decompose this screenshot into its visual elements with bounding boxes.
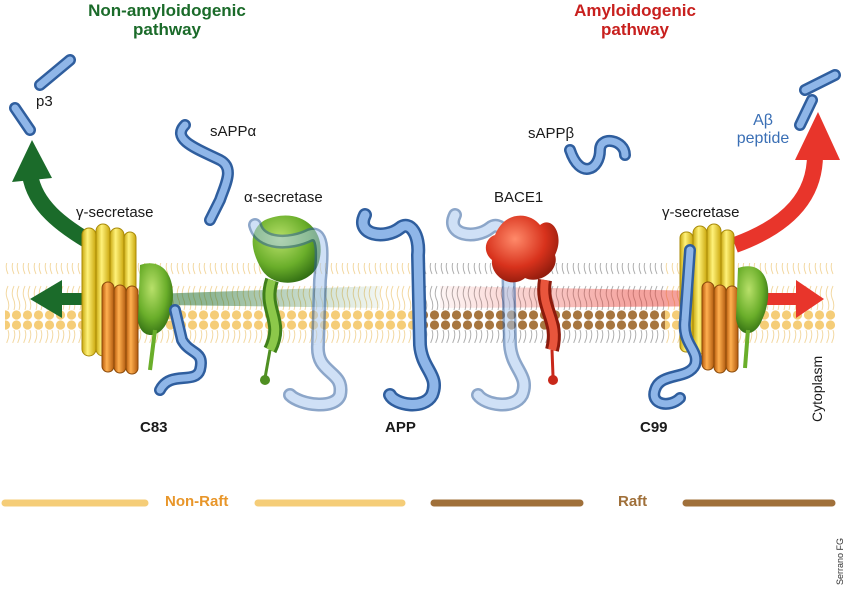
- amyloidogenic-title: Amyloidogenic pathway: [560, 1, 710, 39]
- sappa-fragment: [175, 119, 234, 226]
- bace1-label: BACE1: [494, 189, 544, 206]
- p3-label: p3: [36, 93, 53, 110]
- amyloidogenic-title-line1: Amyloidogenic: [574, 1, 696, 20]
- abeta-label: Aβ peptide: [722, 112, 804, 147]
- non-amyloidogenic-title-line1: Non-amyloidogenic: [88, 1, 246, 20]
- abeta-label-line2: peptide: [736, 129, 790, 147]
- app-ghost-left: [248, 218, 348, 412]
- alpha-secretase-label: α-secretase: [244, 189, 323, 206]
- gamma-secretase-right-label: γ-secretase: [662, 204, 740, 221]
- c99-label: C99: [640, 419, 668, 436]
- abeta-fragment: [794, 69, 841, 131]
- app-label: APP: [385, 419, 416, 436]
- amyloidogenic-title-line2: pathway: [600, 19, 670, 39]
- app-ghost-right: [446, 208, 531, 412]
- gamma-secretase-left: [81, 223, 173, 375]
- abeta-label-line1: Aβ: [753, 112, 773, 129]
- red-arrowhead: [795, 112, 840, 160]
- sappb-label: sAPPβ: [528, 125, 575, 142]
- cytoplasm-label: Cytoplasm: [809, 355, 825, 422]
- gamma-secretase-left-label: γ-secretase: [76, 204, 154, 221]
- bace1-enzyme: [485, 215, 561, 385]
- red-curved-arrow: [732, 154, 823, 253]
- non-amyloidogenic-title-line2: pathway: [132, 19, 202, 39]
- non-amyloidogenic-title: Non-amyloidogenic pathway: [82, 1, 252, 39]
- app-protein: [356, 208, 441, 412]
- c83-label: C83: [140, 419, 168, 436]
- c99-fragment: [648, 244, 702, 410]
- green-arrowhead: [12, 140, 52, 182]
- p3-fragment: [9, 54, 76, 136]
- non-raft-label: Non-Raft: [165, 493, 229, 510]
- credit-label: Serrano FG: [835, 537, 845, 585]
- c83-fragment: [154, 304, 207, 396]
- sappb-fragment: [564, 135, 631, 175]
- raft-label: Raft: [618, 493, 648, 510]
- sappa-label: sAPPα: [210, 123, 257, 140]
